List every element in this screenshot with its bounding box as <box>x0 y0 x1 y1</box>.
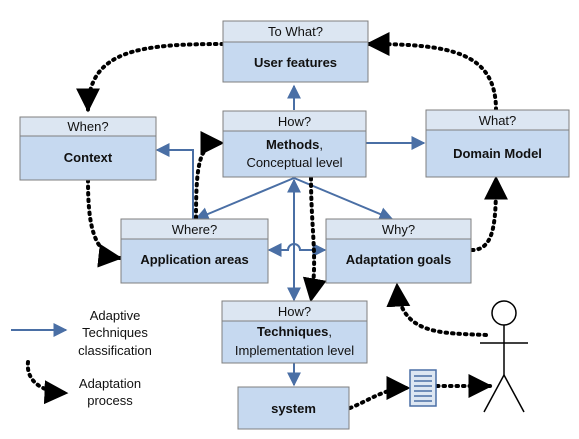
box-header: Where? <box>172 222 218 237</box>
legend-solid-line-1: Adaptive <box>90 308 141 323</box>
legend: Adaptive Techniques classification Adapt… <box>11 308 152 408</box>
box-domain-model: What? Domain Model <box>425 109 570 178</box>
dotted-user-to-adaptation-goals <box>386 282 488 337</box>
box-methods: How? Methods, Conceptual level <box>222 110 367 178</box>
legend-dotted: Adaptation process <box>25 360 141 408</box>
dotted-user-features-to-context <box>76 42 225 113</box>
box-subtitle: Implementation level <box>235 343 354 358</box>
box-header: How? <box>278 304 311 319</box>
box-techniques: How? Techniques, Implementation level <box>221 300 368 364</box>
box-title: Context <box>64 150 113 165</box>
box-title: Methods, <box>266 137 323 152</box>
box-header: When? <box>67 119 108 134</box>
arrow-methods-to-adaptation-goals <box>293 177 394 221</box>
legend-solid-line-2: Techniques <box>82 325 148 340</box>
dotted-methods-to-techniques <box>302 176 327 303</box>
box-header: Why? <box>382 222 415 237</box>
box-adaptation-goals: Why? Adaptation goals <box>325 218 472 284</box>
document-icon <box>409 369 437 407</box>
arrow-application-to-adaptation-goals <box>267 243 327 257</box>
box-title: User features <box>254 55 337 70</box>
box-header: How? <box>278 114 311 129</box>
box-system: system <box>237 386 350 430</box>
dotted-system-to-document <box>348 376 411 410</box>
box-title: Adaptation goals <box>346 252 451 267</box>
box-context: When? Context <box>19 116 157 181</box>
box-title: Techniques, <box>257 324 332 339</box>
legend-solid-line-3: classification <box>78 343 152 358</box>
box-application-areas: Where? Application areas <box>120 218 269 284</box>
dotted-context-to-application-areas <box>86 178 123 268</box>
stick-figure-user-icon <box>480 300 528 413</box>
box-header: To What? <box>268 24 323 39</box>
arrow-methods-to-context <box>155 143 194 240</box>
legend-dotted-line-1: Adaptation <box>79 376 141 391</box>
legend-solid: Adaptive Techniques classification <box>11 308 152 358</box>
box-user-features: To What? User features <box>222 20 369 83</box>
dotted-adaptation-goals-to-domain-model <box>470 175 508 252</box>
dotted-domain-model-to-user-features <box>365 32 498 112</box>
arrow-methods-to-application-areas <box>194 177 295 221</box>
dotted-application-to-methods <box>194 131 225 220</box>
box-subtitle: Conceptual level <box>246 155 342 170</box>
box-title: Domain Model <box>453 146 542 161</box>
box-title: system <box>271 401 316 416</box>
dotted-arrows <box>76 32 508 410</box>
legend-dotted-line-2: process <box>87 393 133 408</box>
box-title: Application areas <box>140 252 248 267</box>
box-header: What? <box>479 113 517 128</box>
